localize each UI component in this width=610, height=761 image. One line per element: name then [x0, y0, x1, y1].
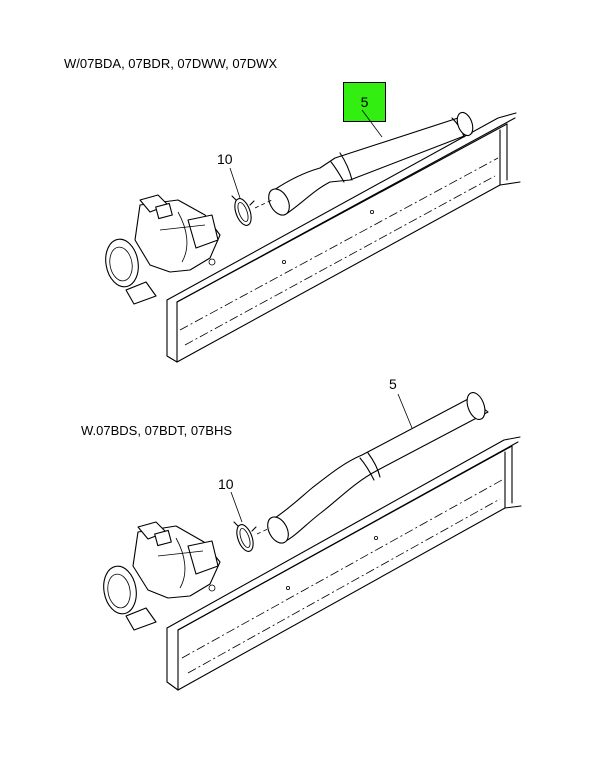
callout-10-upper[interactable]: 10 [217, 151, 233, 167]
clamp-lower [233, 521, 257, 552]
upper-assembly [105, 109, 521, 363]
frame-rail-lower [166, 436, 522, 691]
frame-rail-upper [166, 112, 521, 363]
lower-assembly [103, 392, 522, 691]
leader-line-5 [361, 109, 383, 138]
leader-line-10 [230, 491, 243, 523]
callout-10-lower[interactable]: 10 [218, 476, 234, 492]
leader-line-5 [397, 393, 413, 429]
callout-5-highlighted[interactable]: 5 [343, 82, 386, 122]
rail-hole [285, 586, 290, 591]
rail-hole [373, 536, 378, 541]
clamp-upper [231, 195, 255, 226]
exhaust-pipe-lower [267, 392, 489, 544]
exhaust-pipe-upper [268, 111, 474, 216]
variant-caption-upper: W/07BDA, 07BDR, 07DWW, 07DWX [64, 56, 278, 71]
rail-hole [369, 209, 374, 214]
leader-line-10 [229, 167, 241, 199]
callout-5-lower[interactable]: 5 [389, 376, 397, 392]
rail-hole [281, 259, 286, 264]
turbocharger-lower [103, 521, 221, 631]
variant-caption-lower: W.07BDS, 07BDT, 07BHS [81, 423, 233, 438]
turbocharger-upper [105, 194, 221, 305]
